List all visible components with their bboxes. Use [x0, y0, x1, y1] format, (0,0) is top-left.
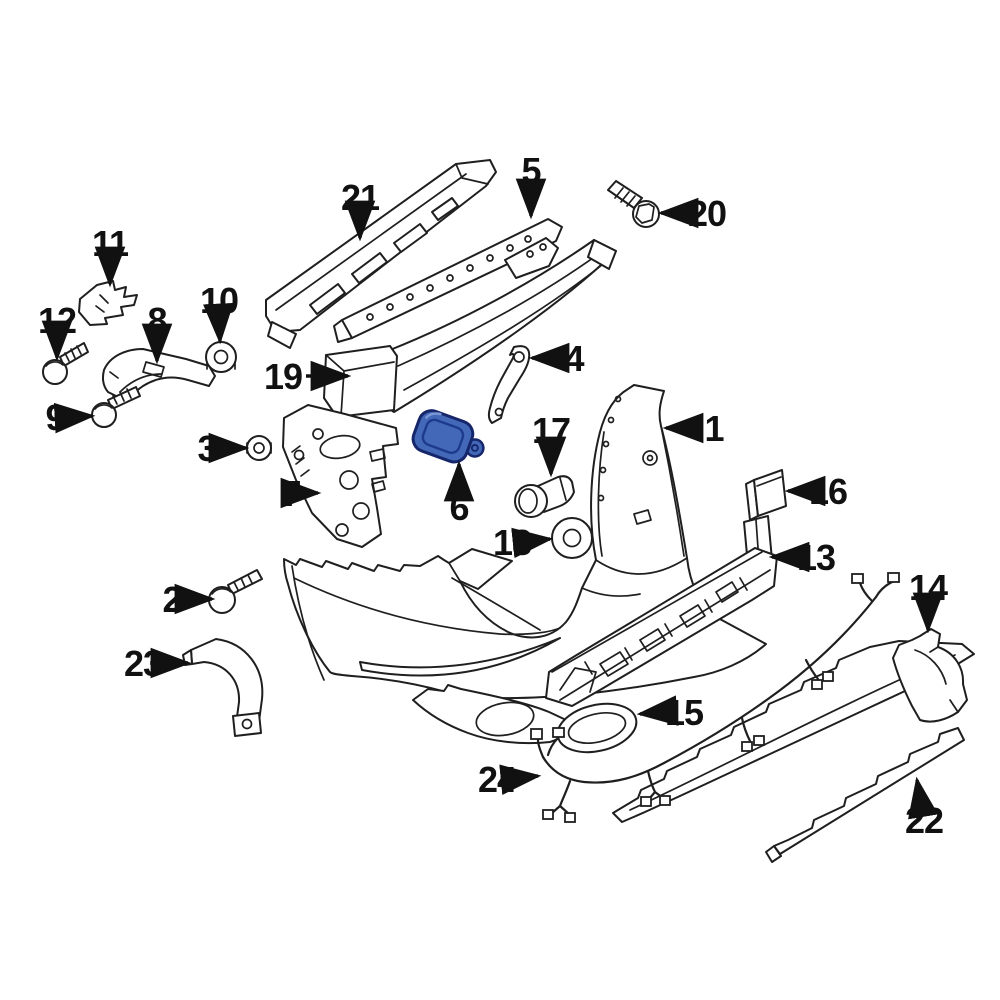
callout-8-label: 8	[147, 300, 166, 341]
callout-14-label: 14	[909, 567, 948, 608]
callout-20-label: 20	[688, 193, 726, 234]
mounting-rail-part-5	[333, 218, 563, 343]
callout-21: 21	[341, 177, 381, 242]
callout-9: 9	[45, 397, 96, 438]
parking-sensor-part-17	[514, 475, 575, 518]
callout-17-label: 17	[532, 410, 570, 451]
callout-20: 20	[657, 193, 727, 234]
callout-13-label: 13	[797, 537, 835, 578]
impact-bar-part-21	[265, 159, 497, 349]
callout-24: 24	[478, 759, 542, 800]
trim-ring-part-15	[556, 702, 638, 754]
tow-hook-cover-part-6-highlighted	[411, 409, 485, 464]
screw-part-12	[42, 342, 89, 385]
callout-19: 19	[264, 356, 352, 397]
callout-17: 17	[532, 410, 571, 478]
callout-15-label: 15	[665, 692, 704, 733]
callout-2-label: 2	[162, 579, 181, 620]
callout-5-label: 5	[521, 150, 541, 191]
callout-21-label: 21	[341, 177, 380, 218]
callout-18-label: 18	[493, 522, 531, 563]
arch-bracket-part-23	[182, 638, 264, 737]
callout-8: 8	[141, 300, 173, 365]
callout-16-label: 16	[809, 471, 847, 512]
callout-14: 14	[909, 567, 949, 634]
callout-11-label: 11	[92, 223, 129, 264]
callout-6-label: 6	[449, 487, 468, 528]
callout-22-label: 22	[905, 800, 943, 841]
callout-16: 16	[784, 471, 848, 512]
callout-4-label: 4	[564, 338, 584, 379]
callout-23-label: 23	[124, 643, 162, 684]
side-bracket-part-8	[102, 348, 216, 401]
callout-6: 6	[443, 460, 475, 528]
callout-22: 22	[905, 776, 944, 841]
callout-7: 7	[280, 473, 322, 514]
screw-part-9	[91, 386, 141, 428]
callout-12: 12	[38, 300, 77, 362]
grommet-part-18	[551, 517, 593, 559]
callout-4: 4	[528, 338, 585, 379]
callout-12-label: 12	[38, 300, 76, 341]
cap-part-16	[745, 469, 787, 521]
callout-18: 18	[493, 522, 554, 563]
bracket-part-14	[892, 628, 968, 723]
callout-7-label: 7	[281, 473, 300, 514]
nut-part-10	[205, 341, 237, 373]
bolt-part-20	[607, 180, 660, 228]
callout-2: 2	[162, 579, 216, 620]
bracket-part-11	[78, 280, 138, 326]
callout-10-label: 10	[200, 280, 238, 321]
trim-strip-part-22	[765, 727, 965, 863]
bracket-part-4	[487, 345, 531, 424]
callout-11: 11	[92, 223, 130, 288]
callout-15: 15	[636, 692, 705, 733]
callout-19-label: 19	[264, 356, 302, 397]
push-nut-part-3	[246, 435, 272, 461]
wiring-harness-part-24	[530, 572, 900, 823]
lower-valance-left	[412, 684, 566, 745]
callout-5: 5	[515, 150, 547, 220]
callout-1-label: 1	[704, 408, 724, 449]
callout-10: 10	[200, 280, 239, 345]
callout-9-label: 9	[45, 397, 64, 438]
callout-1: 1	[662, 408, 725, 449]
callout-13: 13	[768, 537, 836, 578]
callout-3: 3	[197, 428, 250, 469]
callout-24-label: 24	[478, 759, 517, 800]
screw-part-2	[208, 569, 263, 614]
callouts: 1 2 3 4 5 6 7 8	[38, 150, 949, 841]
callout-3-label: 3	[197, 428, 216, 469]
callout-23: 23	[124, 643, 192, 684]
